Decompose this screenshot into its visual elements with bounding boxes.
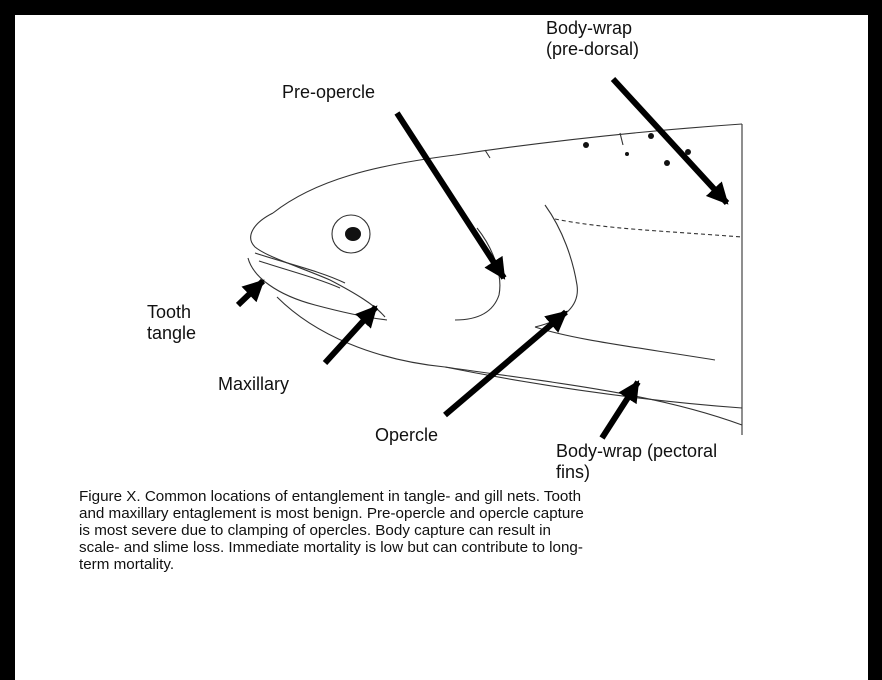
label-pre-opercle: Pre-opercle <box>282 82 375 103</box>
fish-head-diagram <box>15 15 868 680</box>
label-body-wrap-pectoral: Body-wrap (pectoral fins) <box>556 441 717 483</box>
arrow-pre-opercle <box>397 113 504 278</box>
fish-outline <box>248 124 742 435</box>
arrow-tooth-tangle <box>238 281 263 305</box>
arrow-body-wrap-predorsal <box>613 79 727 203</box>
eye <box>332 215 370 253</box>
label-tooth-tangle: Tooth tangle <box>147 302 196 344</box>
label-opercle: Opercle <box>375 425 438 446</box>
figure-panel: Body-wrap (pre-dorsal) Pre-opercle Tooth… <box>15 15 868 680</box>
arrow-maxillary <box>325 307 376 363</box>
label-body-wrap-predorsal: Body-wrap (pre-dorsal) <box>546 18 639 60</box>
pointer-arrows <box>238 79 727 438</box>
label-maxillary: Maxillary <box>218 374 289 395</box>
figure-caption: Figure X. Common locations of entangleme… <box>79 488 859 573</box>
arrow-opercle <box>445 312 566 415</box>
